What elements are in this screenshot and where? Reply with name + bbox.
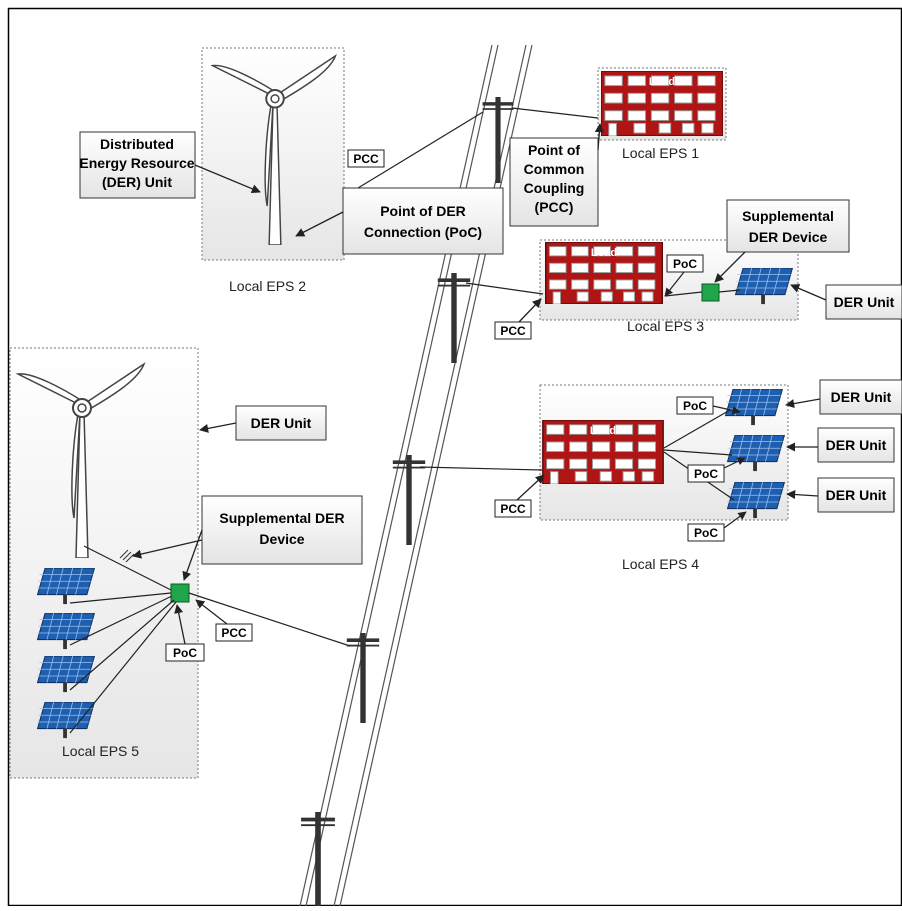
pcc-tag-eps3-arrow: [518, 298, 542, 323]
local-eps-5-label: Local EPS 5: [62, 743, 139, 759]
pcc-tag-eps3: [494, 321, 532, 340]
poc-tag-eps4-3-text: PoC: [694, 526, 718, 540]
utility-pole-1: [482, 97, 514, 183]
local-eps-3-label: Local EPS 3: [627, 318, 704, 334]
poc-callout-line2: Connection (PoC): [364, 224, 482, 240]
supplemental-device-eps5: [170, 583, 190, 603]
poc-callout: [342, 187, 504, 255]
poc-arrow: [295, 211, 344, 237]
poc-tag-eps4-1: [676, 396, 714, 415]
supplemental-callout-eps5-line1: Supplemental DER: [219, 510, 344, 526]
building-sign-eps3: Load: [591, 247, 617, 259]
connection-eps4: [419, 466, 543, 471]
der-unit-eps4-2-text: DER Unit: [826, 437, 887, 453]
pcc-tag-eps4-arrow: [516, 474, 545, 501]
poc-callout-line1: Point of DER: [380, 203, 466, 219]
supplemental-arrow-eps5-ground: [132, 539, 203, 559]
wires-eps5: [69, 545, 177, 734]
pcc-callout-line3: Coupling: [524, 180, 585, 196]
supplemental-callout-eps5: [201, 495, 363, 565]
der-unit-callout-eps5: [235, 405, 327, 441]
der-unit-eps3-text: DER Unit: [834, 294, 895, 310]
poc-tag-eps3: [666, 254, 704, 273]
poc-tag-eps4-2: [687, 464, 725, 483]
connection-eps1: [511, 107, 599, 119]
pcc-callout-line4: (PCC): [535, 199, 574, 215]
poc-tag-eps4-1-arrow: [712, 405, 741, 415]
pcc-callout: [509, 137, 599, 227]
connection-eps3: [465, 282, 544, 295]
der-unit-arrow-eps5: [199, 422, 237, 433]
poc-tag-eps5-text: PoC: [173, 646, 197, 660]
poc-tag-eps5-arrow: [174, 604, 186, 645]
pcc-tag-eps4-text: PCC: [500, 502, 526, 516]
supplemental-callout-eps3-line1: Supplemental: [742, 208, 834, 224]
pcc-tag-eps5: [215, 623, 253, 642]
pcc-callout-line2: Common: [524, 161, 585, 177]
poc-tag-eps4-2-arrow: [723, 457, 746, 469]
supplemental-arrow-eps5-device: [182, 529, 203, 581]
pcc-tag-eps5-arrow: [195, 599, 228, 625]
utility-pole-4: [346, 633, 380, 723]
poc-tag-eps3-text: PoC: [673, 257, 697, 271]
connection-eps2: [357, 111, 484, 189]
pcc-callout-line1: Point of: [528, 142, 580, 158]
poc-tag-eps4-3-arrow: [723, 511, 747, 529]
pcc-arrow: [594, 123, 604, 151]
supplemental-arrow-eps3: [714, 251, 746, 283]
local-eps-1-label: Local EPS 1: [622, 145, 699, 161]
wire-eps3-b: [718, 289, 741, 293]
der-unit-callout-line1: Distributed: [100, 136, 174, 152]
der-unit-callout-eps4-2: [817, 427, 895, 463]
der-unit-callout-eps4-1: [819, 379, 902, 415]
local-eps-2-label: Local EPS 2: [229, 278, 306, 294]
supplemental-callout-eps5-line2: Device: [259, 531, 304, 547]
utility-pole-3: [392, 455, 426, 545]
pcc-tag-eps5-text: PCC: [221, 626, 247, 640]
der-unit-callout: [79, 131, 196, 199]
poc-tag-eps3-arrow: [664, 271, 685, 297]
utility-pole-5: [301, 812, 335, 906]
der-unit-eps5-text: DER Unit: [251, 415, 312, 431]
pcc-tag-eps4: [494, 499, 532, 518]
der-unit-callout-line2: Energy Resource: [79, 155, 194, 171]
der-unit-arrow-eps4-1: [785, 398, 821, 409]
building-sign-eps1: Load: [649, 76, 675, 88]
der-unit-callout-eps4-3: [817, 477, 895, 513]
local-eps-5-box: [9, 347, 199, 779]
der-unit-arrow: [194, 164, 261, 194]
local-eps-4-label: Local EPS 4: [622, 556, 699, 572]
pcc-tag-eps2: [347, 149, 385, 168]
pcc-tag-eps2-text: PCC: [353, 152, 379, 166]
der-unit-callout-eps3: [825, 284, 902, 320]
poc-tag-eps4-1-text: PoC: [683, 399, 707, 413]
poc-tag-eps4-2-text: PoC: [694, 467, 718, 481]
building-sign-eps4: Load: [590, 425, 616, 437]
poc-tag-eps4-3: [687, 523, 725, 542]
der-unit-arrow-eps3: [790, 284, 827, 301]
der-unit-arrow-eps4-3: [786, 489, 819, 500]
der-unit-eps4-1-text: DER Unit: [831, 389, 892, 405]
supplemental-callout-eps3-line2: DER Device: [749, 229, 828, 245]
supplemental-callout-eps3: [726, 199, 850, 253]
supplemental-device-eps3: [701, 283, 720, 302]
der-unit-eps4-3-text: DER Unit: [826, 487, 887, 503]
der-unit-callout-line3: (DER) Unit: [102, 174, 172, 190]
connection-eps5: [188, 592, 351, 647]
pcc-tag-eps3-text: PCC: [500, 324, 526, 338]
